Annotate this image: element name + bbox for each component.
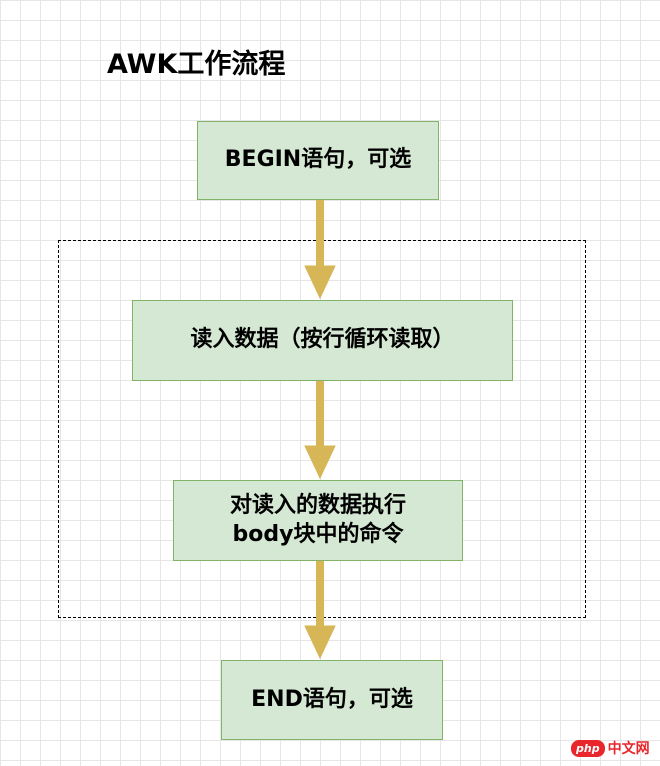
node-execute-body-line2: body块中的命令	[232, 521, 404, 547]
php-logo: php	[571, 739, 605, 757]
node-begin: BEGIN语句，可选	[197, 121, 439, 200]
arrow-read-to-exec-head	[304, 445, 336, 480]
arrow-exec-to-end-head	[304, 625, 336, 660]
site-watermark: php 中文网	[571, 738, 650, 758]
node-end: END语句，可选	[221, 660, 443, 740]
node-execute-body-line1: 对读入的数据执行	[229, 492, 406, 518]
node-read-data-label: 读入数据（按行循环读取）	[190, 327, 455, 353]
watermark-text: 中文网	[607, 741, 650, 757]
node-begin-label: BEGIN语句，可选	[224, 147, 412, 173]
arrow-begin-to-read-head	[304, 265, 336, 300]
node-end-label: END语句，可选	[251, 686, 413, 712]
diagram-title: AWK工作流程	[107, 49, 286, 80]
node-execute-body: 对读入的数据执行 body块中的命令	[173, 480, 463, 561]
node-read-data: 读入数据（按行循环读取）	[132, 300, 513, 381]
